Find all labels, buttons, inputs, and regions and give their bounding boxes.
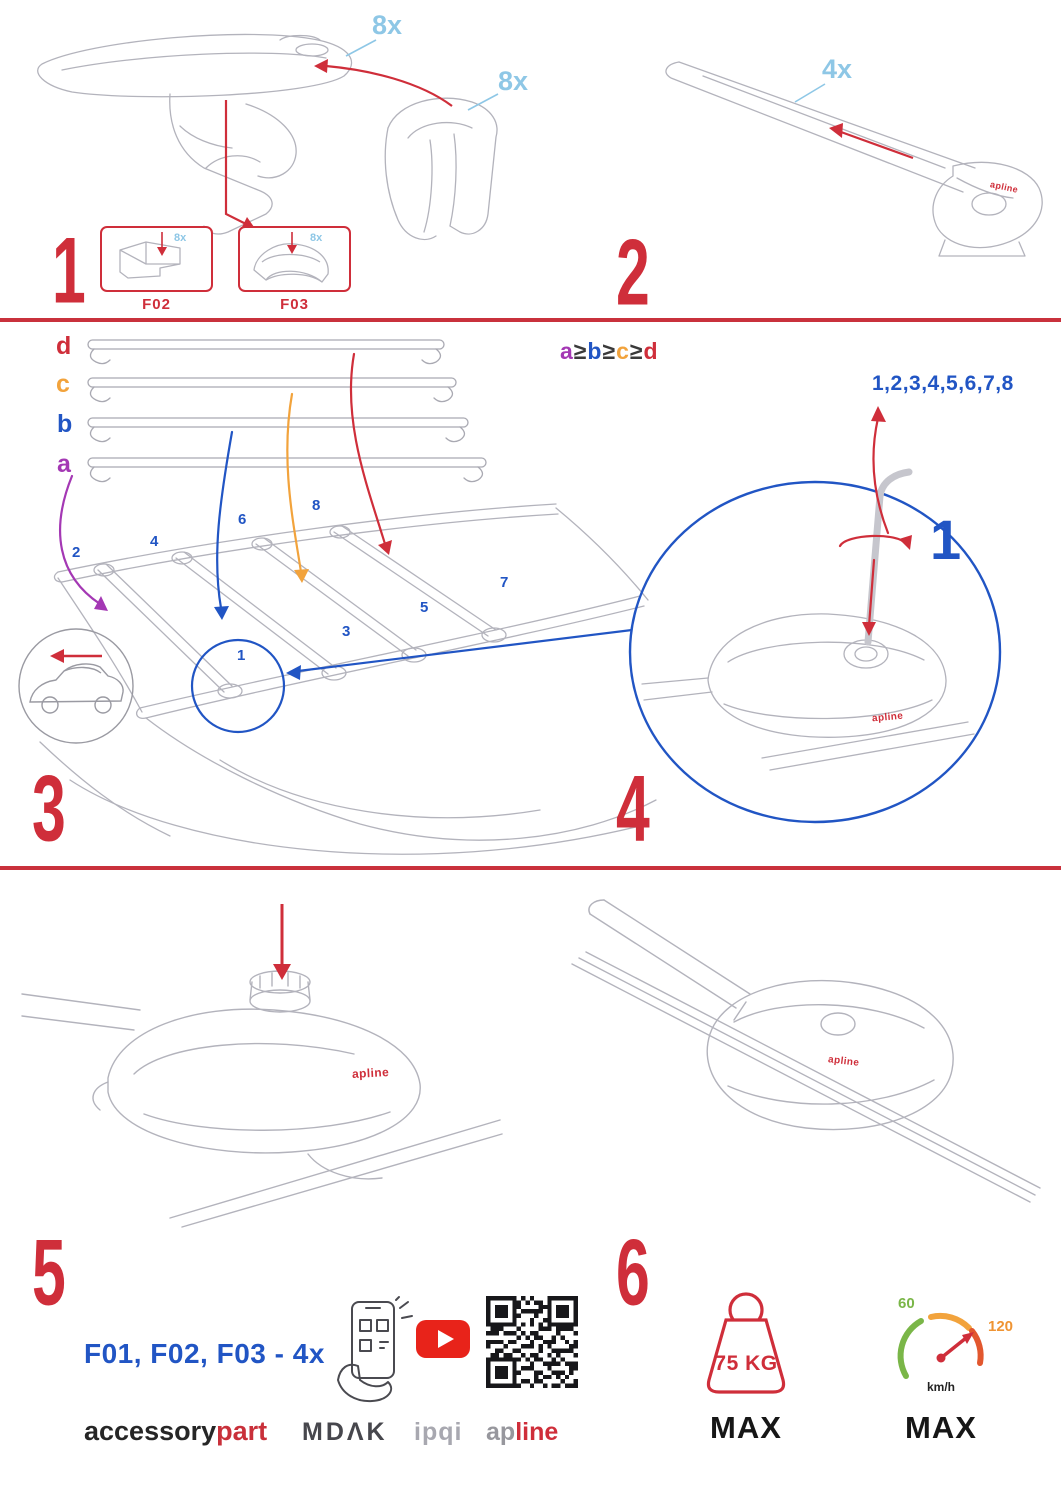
- brand-accessorypart: accessorypart: [84, 1418, 267, 1445]
- step1-arrows: [224, 64, 453, 225]
- max-weight-value: 75 KG: [714, 1352, 778, 1375]
- part-box-f03: 8x: [238, 226, 351, 292]
- part-box-f02: 8x: [100, 226, 213, 292]
- step3-roof-drawing: [18, 503, 657, 855]
- roof-position-3: 3: [342, 623, 351, 640]
- roof-position-2: 2: [72, 544, 81, 561]
- bar-letter-c: c: [56, 370, 70, 398]
- brand-ipqi: ipqi: [414, 1418, 463, 1446]
- roof-position-7: 7: [500, 574, 509, 591]
- brand-apline: apline: [486, 1420, 558, 1445]
- max-weight-icon: [706, 1292, 786, 1394]
- sequence-start-callout: 1: [930, 508, 962, 571]
- bar-letter-b: b: [57, 410, 73, 438]
- formula-ge-2: ≥: [602, 338, 617, 364]
- qr-code: [486, 1296, 578, 1388]
- step3-bar-assignment-curves: [59, 352, 392, 620]
- step6-number: 6: [616, 1220, 650, 1325]
- step3-number: 3: [32, 756, 66, 861]
- f02-clamp-sketch: [119, 232, 181, 279]
- step5-apline-mark: apline: [351, 1065, 390, 1081]
- f03-label: F03: [280, 296, 309, 313]
- fitting-kit-list: F01, F02, F03 - 4x: [84, 1338, 325, 1369]
- max-speed-label: MAX: [905, 1410, 977, 1445]
- formula-ge-3: ≥: [629, 338, 644, 364]
- step4-tightening-detail: [628, 406, 1002, 824]
- roof-position-8: 8: [312, 497, 321, 514]
- step5-knob-drawing: [21, 904, 503, 1228]
- brand-accessory-text: accessory: [84, 1416, 217, 1446]
- formula-ge-1: ≥: [573, 338, 588, 364]
- formula-d: d: [643, 338, 659, 364]
- step1-bar-cover-drawing: [37, 33, 499, 241]
- step6-mounted-foot-drawing: [571, 899, 1041, 1203]
- step2-number: 2: [616, 220, 650, 325]
- bar-letter-a: a: [57, 450, 71, 478]
- car-direction-inset: [18, 628, 134, 744]
- allen-key: [864, 468, 913, 646]
- brand-line-text: line: [515, 1418, 559, 1446]
- bar-length-formula: a≥b≥c≥d: [560, 338, 659, 365]
- formula-b: b: [587, 338, 603, 364]
- step2-crossbar-drawing: [665, 61, 1043, 257]
- qty-leader-lines: [345, 39, 499, 111]
- step2-qty-label: 4x: [822, 54, 853, 84]
- speed-120-label: 120: [988, 1318, 1014, 1335]
- speed-60-label: 60: [898, 1295, 915, 1312]
- roof-position-1: 1: [237, 647, 246, 664]
- speed-unit-label: km/h: [926, 1380, 955, 1394]
- step1-qty-bar-label: 8x: [372, 10, 403, 40]
- max-weight-label: MAX: [710, 1410, 782, 1445]
- step1-qty-cover-label: 8x: [498, 66, 529, 96]
- section-divider-bottom: [0, 866, 1061, 870]
- tightening-sequence: 1,2,3,4,5,6,7,8: [872, 372, 1014, 395]
- f03-qty-label: 8x: [310, 232, 323, 244]
- brand-mdak: MDΛK: [302, 1418, 388, 1446]
- roof-position-5: 5: [420, 599, 429, 616]
- max-speed-gauge-icon: [897, 1312, 984, 1379]
- step1-number: 1: [52, 218, 86, 323]
- f02-label: F02: [142, 296, 171, 313]
- section-divider-top: [0, 318, 1061, 322]
- step5-number: 5: [32, 1220, 66, 1325]
- formula-a: a: [560, 338, 574, 364]
- f02-qty-label: 8x: [174, 232, 187, 244]
- step4-number: 4: [616, 756, 650, 861]
- youtube-icon: [416, 1320, 470, 1358]
- scan-qr-phone-icon: [337, 1296, 413, 1403]
- position-1-callout-circle: [190, 628, 633, 734]
- formula-c: c: [616, 338, 630, 364]
- brand-ap-text: ap: [486, 1418, 516, 1446]
- roof-position-4: 4: [150, 533, 159, 550]
- roof-position-6: 6: [238, 511, 247, 528]
- f03-cover-sketch: [253, 232, 329, 283]
- bar-letter-d: d: [56, 332, 72, 360]
- brand-part-text: part: [216, 1416, 268, 1446]
